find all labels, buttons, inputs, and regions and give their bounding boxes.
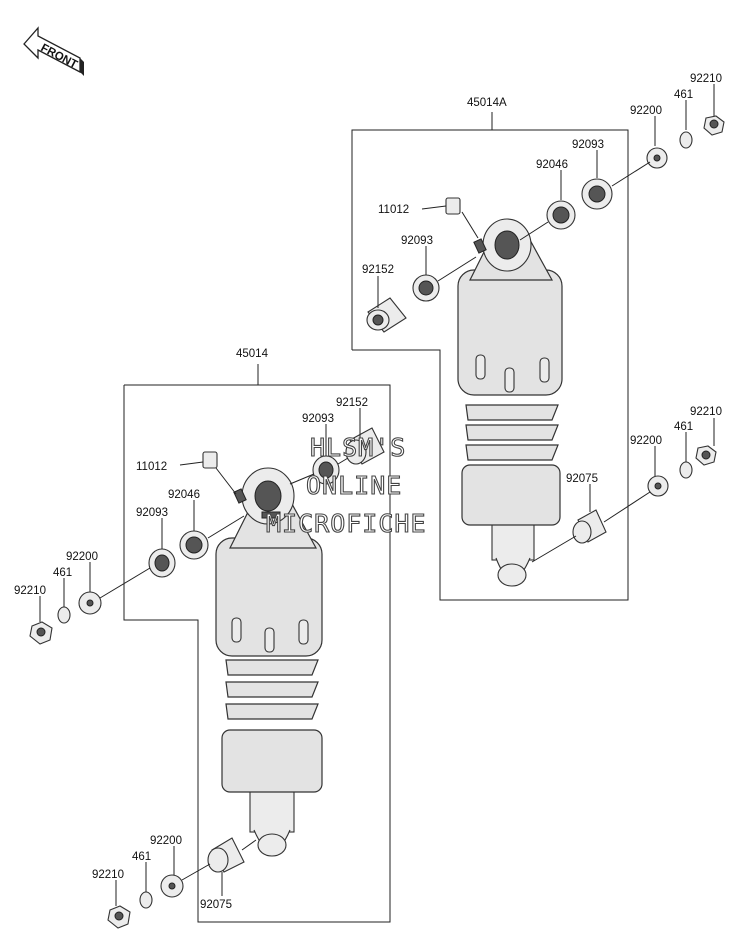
upper-ring-bottom-icon <box>679 461 693 479</box>
upper-bearing-outer-icon <box>581 178 613 210</box>
lower-shock-absorber <box>215 467 323 857</box>
upper-sleeve-icon <box>366 297 407 333</box>
upper-grease-nipple-icon <box>445 197 461 215</box>
upper-grease-nipple-label: 11012 <box>378 204 409 216</box>
upper-nut-icon <box>703 115 725 136</box>
lower-grease-nipple-label: 11012 <box>136 461 167 473</box>
upper-washer-label: 92200 <box>630 105 662 117</box>
lower-sleeve-icon <box>345 427 385 465</box>
lower-ring-icon <box>57 606 71 624</box>
upper-sleeve-label: 92152 <box>362 264 394 276</box>
lower-bushing-icon <box>207 837 245 873</box>
upper-assembly: 45014A <box>351 73 725 601</box>
lower-bearing-inner-icon <box>179 530 209 560</box>
upper-bearing-inner-label: 92046 <box>536 159 568 171</box>
lower-nut-icon <box>29 621 53 645</box>
watermark-line3: MICROFICHE <box>266 509 427 538</box>
lower-bearing-left-icon <box>148 548 176 578</box>
watermark-line2: ONLINE <box>306 471 402 500</box>
lower-washer-label: 92200 <box>66 551 98 563</box>
lower-sleeve-label: 92152 <box>336 397 368 409</box>
watermark: HLSM'S ONLINE MICROFICHE <box>265 432 427 538</box>
upper-nut-bottom-label: 92210 <box>690 406 722 418</box>
upper-shock-absorber <box>457 218 563 587</box>
lower-assembly-label: 45014 <box>236 348 269 360</box>
upper-nut-bottom-icon <box>695 445 717 466</box>
lower-ring-bottom-icon <box>139 891 153 909</box>
upper-ring-label: 461 <box>674 89 693 101</box>
upper-nut-label: 92210 <box>690 73 722 85</box>
lower-nut-bottom-label: 92210 <box>92 869 124 881</box>
upper-assembly-frame <box>351 129 629 601</box>
lower-ring-bottom-label: 461 <box>132 851 151 863</box>
lower-assembly: 45014 <box>14 348 391 929</box>
lower-bushing-label: 92075 <box>200 899 232 911</box>
lower-bearing-right-icon <box>312 455 340 485</box>
lower-bearing-right-label: 92093 <box>302 413 334 425</box>
watermark-line1: HLSM'S <box>310 433 406 462</box>
upper-ring-bottom-label: 461 <box>674 421 693 433</box>
upper-assembly-label: 45014A <box>467 97 507 109</box>
lower-assembly-frame <box>123 384 391 923</box>
upper-bushing-icon <box>572 509 607 544</box>
upper-bushing-label: 92075 <box>566 473 598 485</box>
lower-washer-bottom-label: 92200 <box>150 835 182 847</box>
upper-washer-bottom-label: 92200 <box>630 435 662 447</box>
lower-nut-label: 92210 <box>14 585 46 597</box>
upper-ring-icon <box>679 131 693 149</box>
lower-grease-nipple-icon <box>202 451 218 469</box>
lower-bearing-inner-label: 92046 <box>168 489 200 501</box>
lower-nut-bottom-icon <box>107 905 131 929</box>
upper-bearing-inner-icon <box>546 200 576 230</box>
upper-bearing-left-icon <box>412 274 440 302</box>
upper-bearing-left-label: 92093 <box>401 235 433 247</box>
front-arrow-icon: FRONT <box>23 26 84 76</box>
lower-bearing-left-label: 92093 <box>136 507 168 519</box>
upper-bearing-outer-label: 92093 <box>572 139 604 151</box>
lower-ring-label: 461 <box>53 567 72 579</box>
